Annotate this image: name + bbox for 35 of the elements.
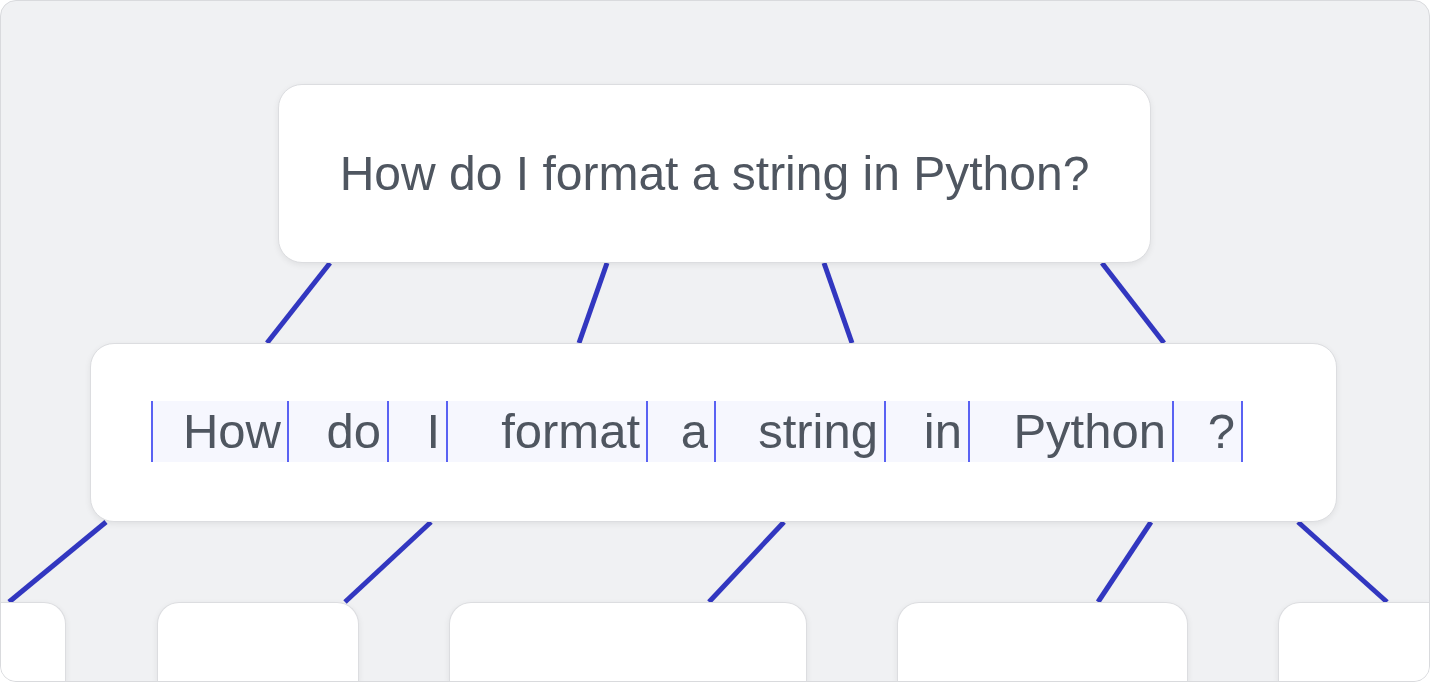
token-chip [884,401,970,462]
empty-card [897,602,1188,681]
empty-card [157,602,359,681]
token-text: a [680,403,708,460]
connector-line [707,520,786,604]
connector-line [1100,261,1166,345]
token-chip [151,401,289,462]
token-text: format [501,403,640,460]
token-text: I [426,403,440,460]
token-text: ? [1207,403,1235,460]
empty-card [449,602,807,681]
prompt-card [278,84,1151,263]
token-chip [1172,401,1243,462]
token-text: How [182,403,281,460]
empty-card [1278,602,1429,681]
connector-line [1296,520,1389,604]
token-chip [968,401,1174,462]
token-text: in [923,403,962,460]
token-chip [287,401,389,462]
token-chip [646,401,716,462]
tokens-card [90,343,1337,522]
token-text: do [326,403,381,460]
empty-card [1,602,66,681]
token-chip [446,401,648,462]
token-text: string [758,403,878,460]
connector-line [821,262,855,344]
token-chip [387,401,448,462]
connector-line [576,262,610,344]
token-text: Python [1013,403,1166,460]
connector-line [1095,520,1154,604]
prompt-text: How do I format a string in Python? [339,145,1090,202]
connector-line [265,261,332,345]
token-chip [714,401,886,462]
connector-line [343,520,433,604]
connector-line [7,520,108,604]
